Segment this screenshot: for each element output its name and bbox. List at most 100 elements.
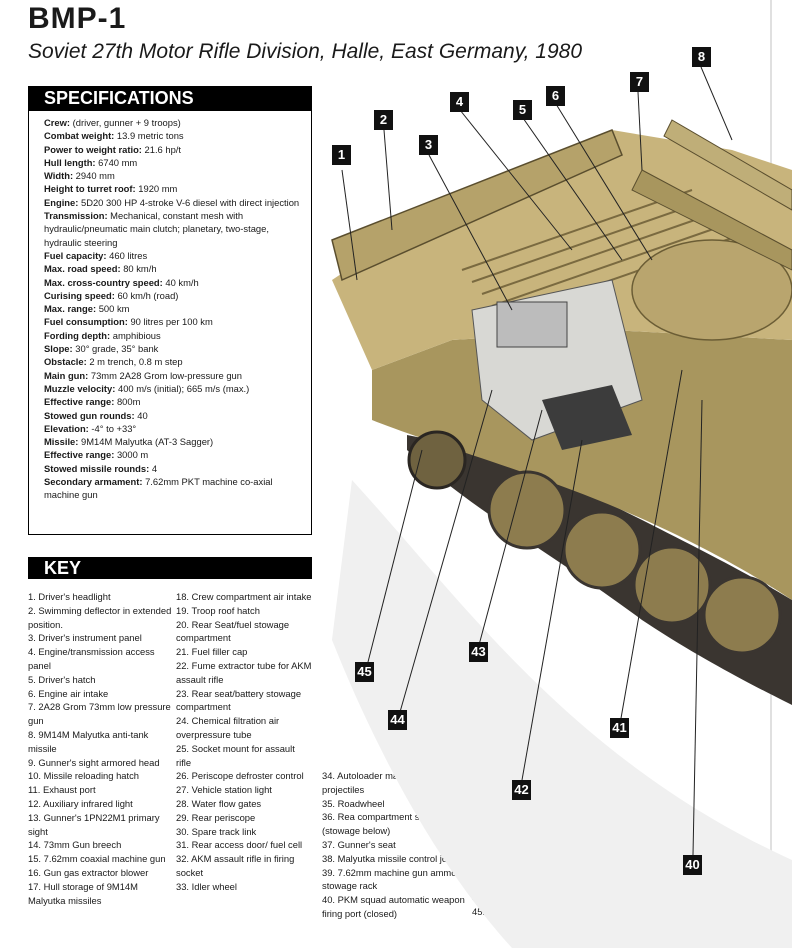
spec-value: 3000 m (114, 449, 149, 461)
spec-value: 73mm 2A28 Grom low-pressure gun (88, 369, 242, 381)
key-item: 12. Auxiliary infrared light (28, 797, 133, 809)
spec-label: Max. cross-country speed: (44, 276, 163, 288)
callout-42: 42 (512, 780, 531, 800)
roadwheel-2 (562, 510, 642, 590)
spec-value: Mechanical, constant mesh with hydraulic… (44, 210, 269, 248)
spec-row: Obstacle: 2 m trench, 0.8 m step (44, 355, 308, 368)
spec-row: Missile: 9M14M Malyutka (AT-3 Sagger) (44, 435, 308, 448)
callout-7: 7 (630, 72, 649, 92)
spec-value: 30° grade, 35° bank (72, 343, 159, 355)
spec-label: Max. road speed: (44, 263, 121, 275)
key-item: 4. Engine/transmission access panel (28, 646, 155, 671)
spec-value: 400 m/s (initial); 665 m/s (max.) (115, 382, 250, 394)
key-item: 21. Fuel filler cap (176, 646, 248, 658)
specifications-box (28, 110, 312, 535)
key-item: 8. 9M14M Malyutka anti-tank missile (28, 728, 149, 754)
spec-row: Effective range: 800m (44, 395, 308, 408)
spec-value: 40 (134, 409, 148, 421)
spec-row: Stowed gun rounds: 40 (44, 409, 308, 422)
spec-value: amphibious (110, 329, 161, 341)
specifications-heading: SPECIFICATIONS (28, 86, 312, 110)
key-item: 30. Spare track link (176, 825, 257, 837)
spec-value: 500 km (96, 303, 130, 315)
bmp1-cutaway-illustration (331, 66, 792, 948)
key-item: 40. PKM squad automatic weapon firing po… (322, 894, 465, 919)
key-item: 27. Vehicle station light (176, 784, 272, 796)
key-item: 26. Periscope defroster control (176, 770, 304, 782)
callout-2: 2 (374, 110, 393, 130)
callout-8: 8 (692, 47, 711, 67)
ground-shadow (332, 480, 792, 948)
spec-label: Secondary armament: (44, 476, 143, 488)
spec-row: Fuel capacity: 460 litres (44, 249, 308, 262)
key-item: 16. Gun gas extractor blower (28, 866, 149, 878)
spec-label: Elevation: (44, 422, 89, 434)
spec-label: Curising speed: (44, 289, 115, 301)
key-item: 32. AKM assault rifle in firing socket (176, 853, 295, 878)
key-item: 14. 73mm Gun breech (28, 839, 122, 851)
key-item: 9. Gunner's sight armored head (28, 756, 160, 768)
instrument-panel (496, 301, 568, 348)
callout-43: 43 (469, 642, 488, 662)
spec-label: Muzzle velocity: (44, 382, 116, 394)
key-item: 24. Chemical filtration air overpressure… (176, 715, 280, 740)
spec-row: Curising speed: 60 km/h (road) (44, 289, 308, 302)
key-item: 31. Rear access door/ fuel cell (176, 839, 303, 851)
drive-sprocket (407, 430, 467, 490)
spec-label: Effective range: (44, 396, 115, 408)
spec-value: 40 km/h (162, 276, 199, 288)
key-item: 35. Roadwheel (322, 797, 385, 809)
key-item: 22. Fume extractor tube for AKM assault … (176, 659, 312, 685)
spec-label: Main gun: (44, 369, 89, 381)
spec-value: 21.6 hp/t (141, 143, 182, 155)
leader-lines (341, 66, 733, 856)
spec-row: Max. range: 500 km (44, 302, 308, 315)
spec-value: 90 litres per 100 km (127, 316, 213, 328)
key-item: 15. 7.62mm coaxial machine gun (28, 853, 166, 865)
key-item: 39. 7.62mm machine gun ammo stowage rack (322, 866, 457, 892)
callout-6: 6 (546, 86, 565, 106)
spec-label: Hull length: (44, 156, 96, 168)
spec-value: 4 (149, 462, 158, 474)
spec-label: Crew: (44, 117, 71, 128)
turret (631, 239, 792, 341)
key-item: 10. Missile reloading hatch (28, 770, 139, 782)
spec-value: 2 m trench, 0.8 m step (86, 356, 183, 368)
roadwheels (487, 470, 782, 655)
spec-value: 1920 mm (135, 183, 178, 195)
key-item: 23. Rear seat/battery stowage compartmen… (176, 687, 302, 713)
spec-row: Power to weight ratio: 21.6 hp/t (44, 143, 308, 156)
callout-45: 45 (355, 662, 374, 682)
spec-row: Height to turret roof: 1920 mm (44, 182, 308, 195)
key-item: 7. 2A28 Grom 73mm low pressure gun (28, 701, 171, 727)
spec-label: Slope: (44, 343, 73, 355)
specifications-list: Crew: (driver, gunner + 9 troops)Combat … (44, 116, 308, 502)
spec-value: 6740 mm (95, 156, 138, 168)
spec-row: Main gun: 73mm 2A28 Grom low-pressure gu… (44, 369, 308, 382)
key-item: 19. Troop roof hatch (176, 604, 260, 616)
spec-row: Fording depth: amphibious (44, 329, 308, 342)
spec-row: Engine: 5D20 300 HP 4-stroke V-6 diesel … (44, 196, 308, 209)
spec-label: Fording depth: (44, 329, 111, 341)
key-item: 5. Driver's hatch (28, 673, 96, 685)
key-item: 20. Rear Seat/fuel stowage compartment (176, 618, 290, 644)
spec-value: 9M14M Malyutka (AT-3 Sagger) (78, 436, 214, 448)
key-item: 3. Driver's instrument panel (28, 632, 142, 644)
key-item: 33. Idler wheel (176, 880, 237, 892)
hull-side (372, 330, 792, 600)
spec-row: Crew: (driver, gunner + 9 troops) (44, 116, 308, 129)
spec-value: 460 litres (106, 249, 148, 261)
key-item: 6. Engine air intake (28, 687, 109, 699)
spec-value: 7.62mm PKT machine co-axial machine gun (44, 476, 273, 501)
spec-row: Elevation: -4° to +33° (44, 422, 308, 435)
key-item: 25. Socket mount for assault rifle (176, 742, 295, 768)
missile-icon (663, 119, 792, 211)
spec-value: 60 km/h (road) (114, 289, 179, 301)
spec-label: Transmission: (44, 210, 108, 222)
spec-row: Muzzle velocity: 400 m/s (initial); 665 … (44, 382, 308, 395)
spec-value: 800m (114, 396, 141, 408)
spec-row: Transmission: Mechanical, constant mesh … (44, 209, 308, 249)
